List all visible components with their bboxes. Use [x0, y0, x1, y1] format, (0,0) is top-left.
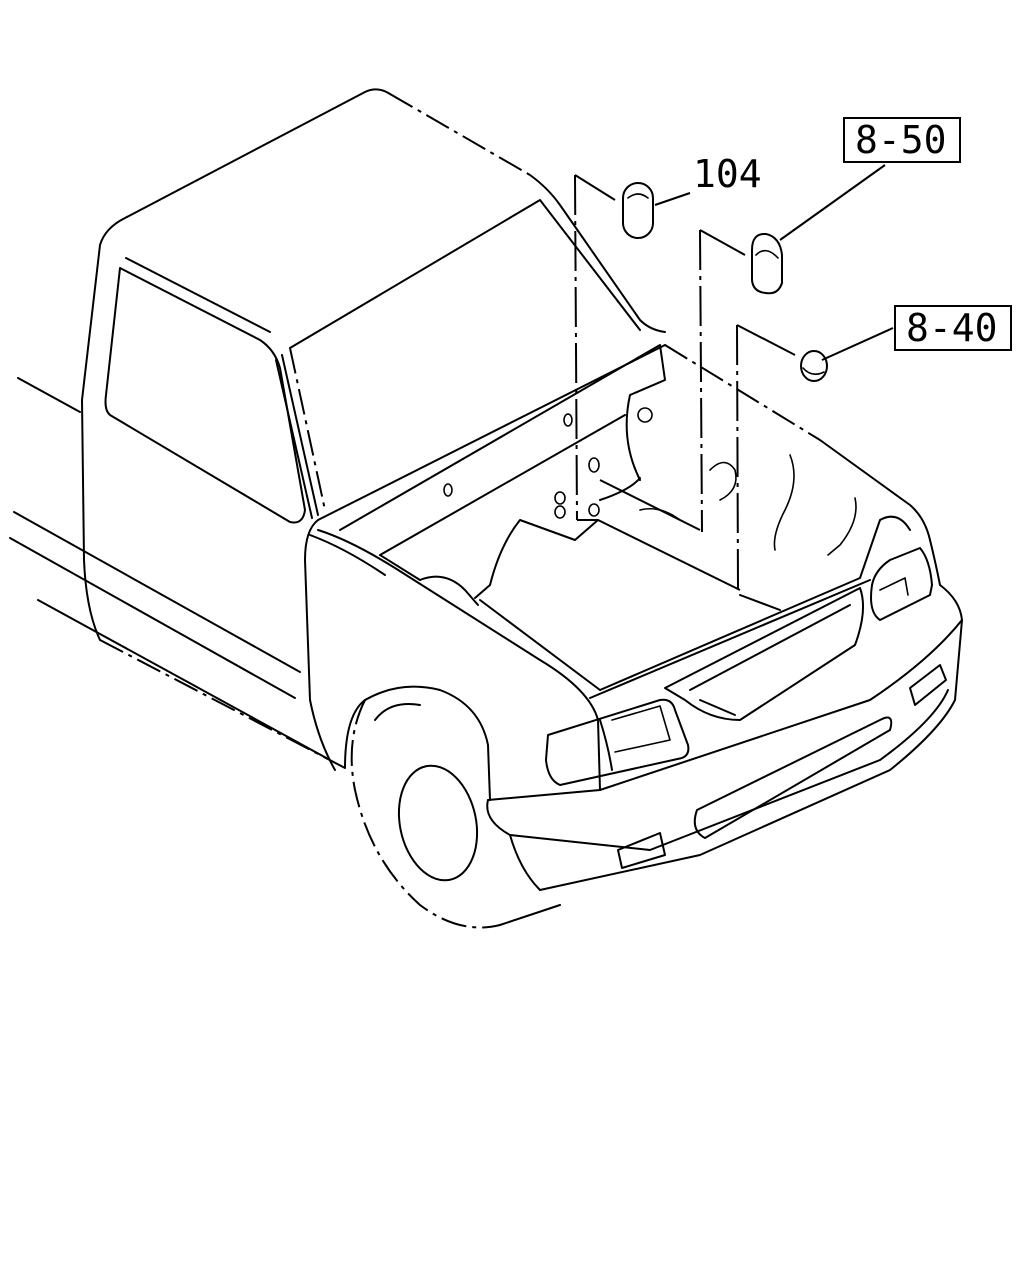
callout-8-50-box: 8-50 [843, 117, 961, 163]
assembly-guides [574, 174, 796, 591]
callout-8-40: 8-40 [906, 306, 998, 350]
plug-8-40-icon [800, 350, 828, 382]
plug-8-50-icon [751, 232, 783, 295]
callout-8-40-box: 8-40 [894, 305, 1012, 351]
callout-104: 104 [693, 152, 762, 196]
callout-8-50: 8-50 [855, 118, 947, 162]
truck-illustration [9, 88, 963, 929]
grommet-104-icon [622, 182, 654, 239]
parts [622, 182, 828, 382]
callout-leaders [654, 164, 894, 361]
